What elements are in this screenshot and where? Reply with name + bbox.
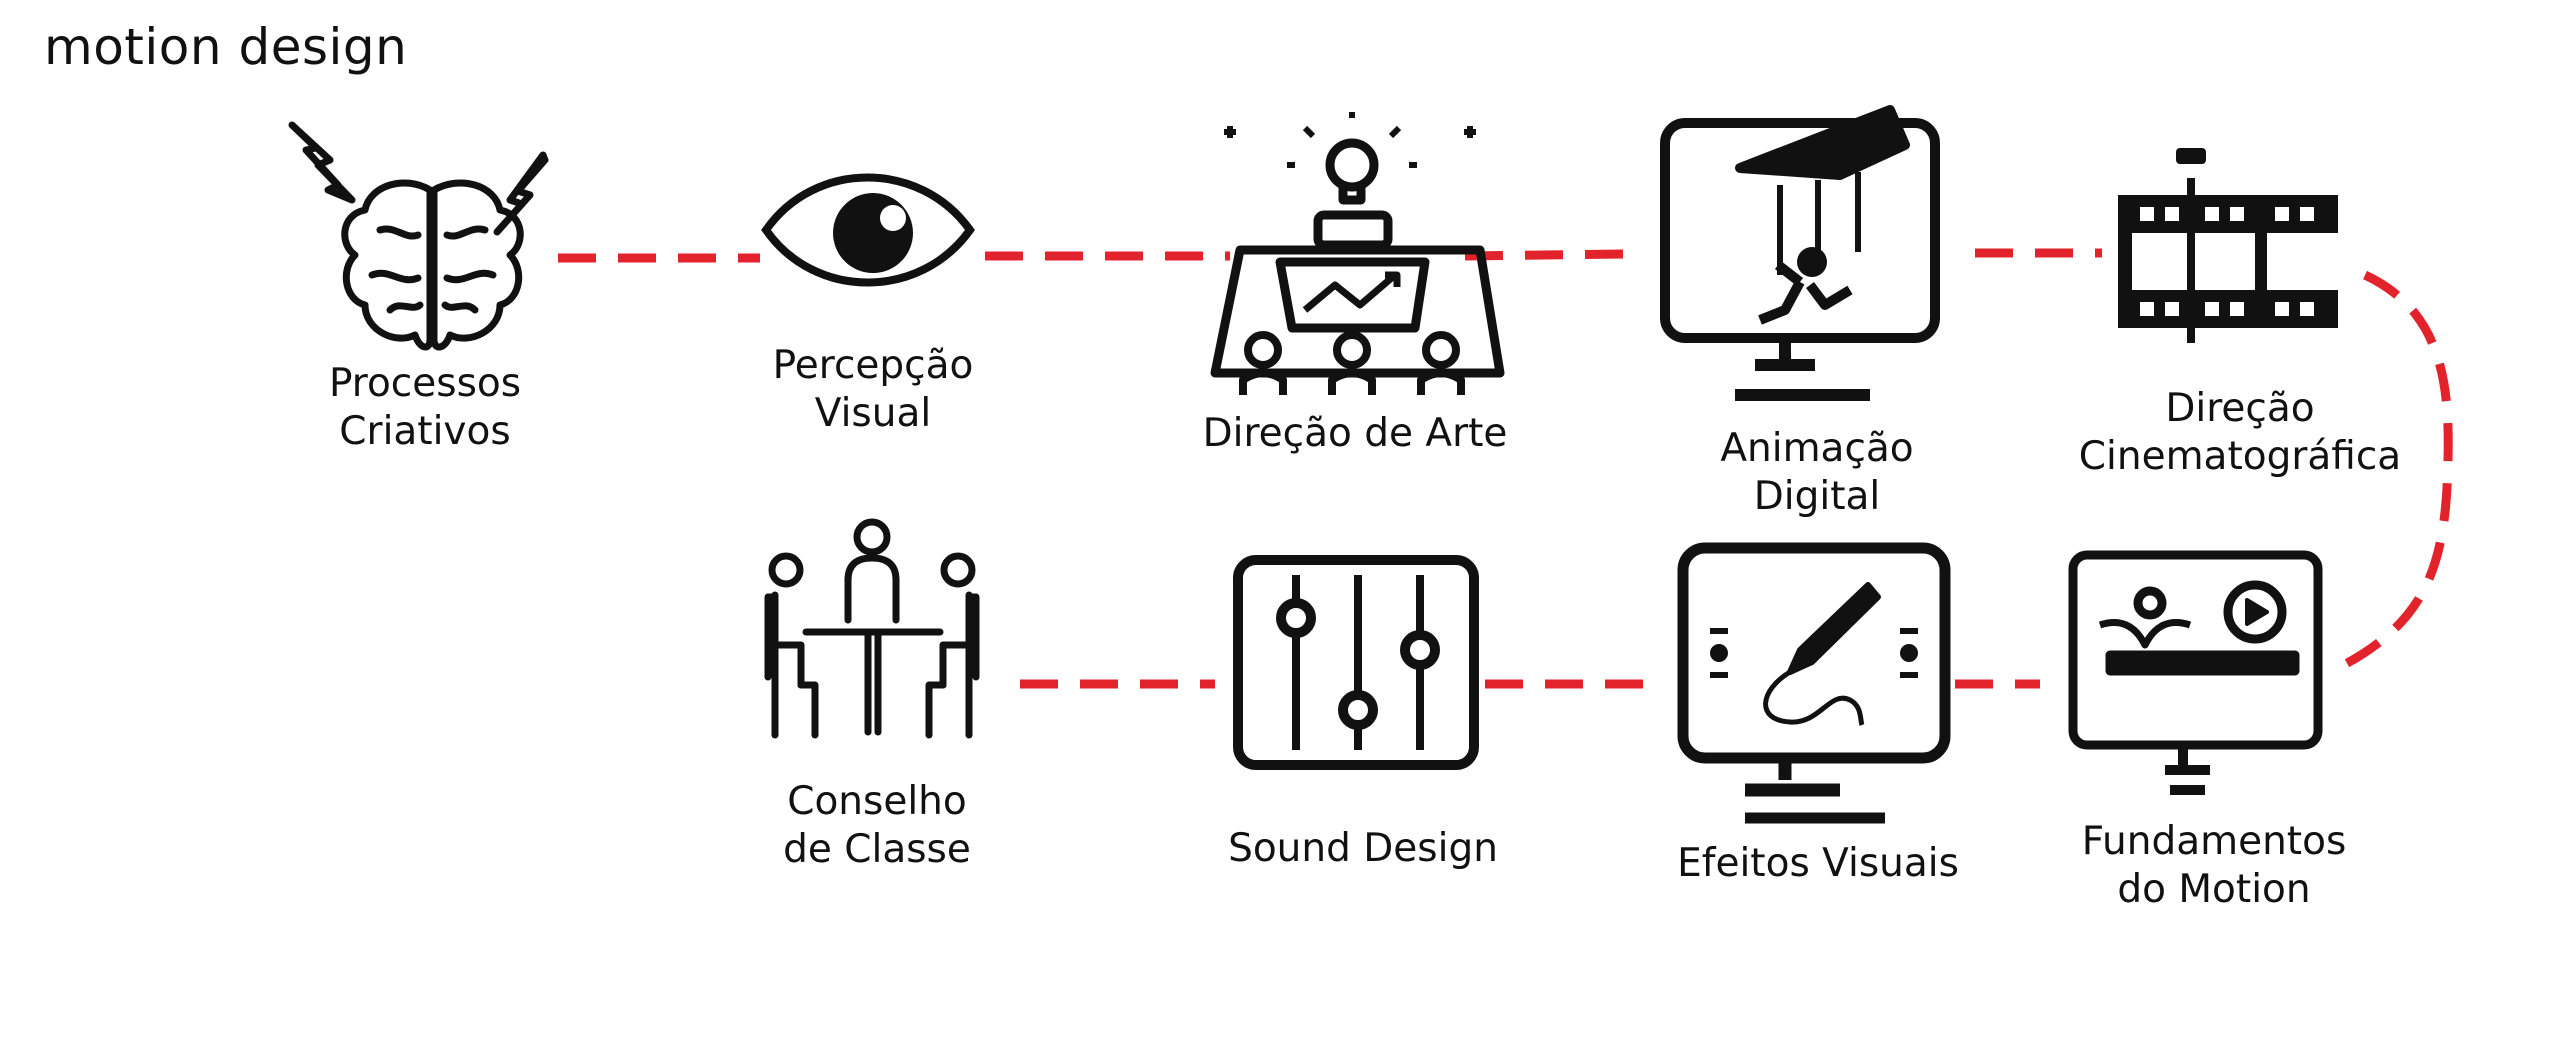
diagram-title: motion design <box>44 18 408 76</box>
puppet-monitor-icon <box>1660 105 1940 401</box>
node-label-line: Direção <box>2165 386 2315 431</box>
monitor-play-icon <box>2068 550 2323 795</box>
equalizer-sliders-icon <box>1233 555 1479 770</box>
node-label-line: de Classe <box>783 827 971 872</box>
meeting-table-icon <box>764 518 980 739</box>
brain-lightning-icon <box>288 121 549 351</box>
node-label-line: Criativos <box>339 409 511 454</box>
node-label-sound-design: Sound Design <box>1228 825 1498 873</box>
film-strip-icon <box>2118 148 2338 343</box>
connector-direcao-de-arte-to-animacao-digital <box>1464 249 1626 261</box>
node-label-line: Percepção <box>772 343 974 388</box>
node-label-line: Direção de Arte <box>1202 411 1508 456</box>
connector-direcao-cinematografica-to-fundamentos-do-motion <box>2337 270 2453 671</box>
node-label-line: Cinematográfica <box>2078 434 2402 479</box>
node-label-line: Visual <box>814 391 932 436</box>
tablet-pen-icon <box>1677 542 1951 824</box>
node-label-line: do Motion <box>2117 867 2311 912</box>
connector-lines <box>558 248 2453 689</box>
node-label-line: Animação <box>1720 426 1914 471</box>
node-label-line: Sound Design <box>1228 826 1498 871</box>
node-label-efeitos-visuais: Efeitos Visuais <box>1677 840 1959 888</box>
node-label-line: Efeitos Visuais <box>1677 841 1959 886</box>
eye-icon <box>761 173 975 287</box>
node-label-line: Conselho <box>787 779 967 824</box>
node-label-direcao-de-arte: Direção de Arte <box>1203 410 1508 458</box>
node-label-line: Digital <box>1753 474 1881 519</box>
node-label-line: Fundamentos <box>2081 819 2347 864</box>
node-label-line: Processos <box>328 361 522 406</box>
presentation-meeting-icon <box>1210 112 1505 395</box>
